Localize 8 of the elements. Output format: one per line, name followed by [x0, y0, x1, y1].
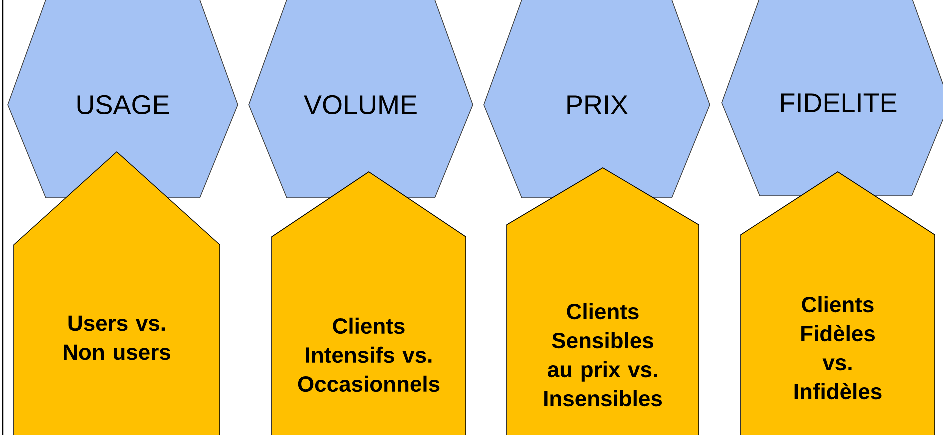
pentagon: Clients Sensibles au prix vs. Insensibles: [506, 168, 700, 435]
hexagon: USAGE: [8, 0, 238, 198]
pentagon: Clients Fidèles vs. Infidèles: [740, 172, 936, 435]
pentagon: Users vs. Non users: [14, 151, 220, 435]
pentagon: Clients Intensifs vs. Occasionnels: [272, 172, 466, 435]
hexagon: VOLUME: [248, 0, 474, 198]
hexagon: FIDELITE: [722, 0, 943, 196]
hexagon: PRIX: [484, 0, 710, 198]
